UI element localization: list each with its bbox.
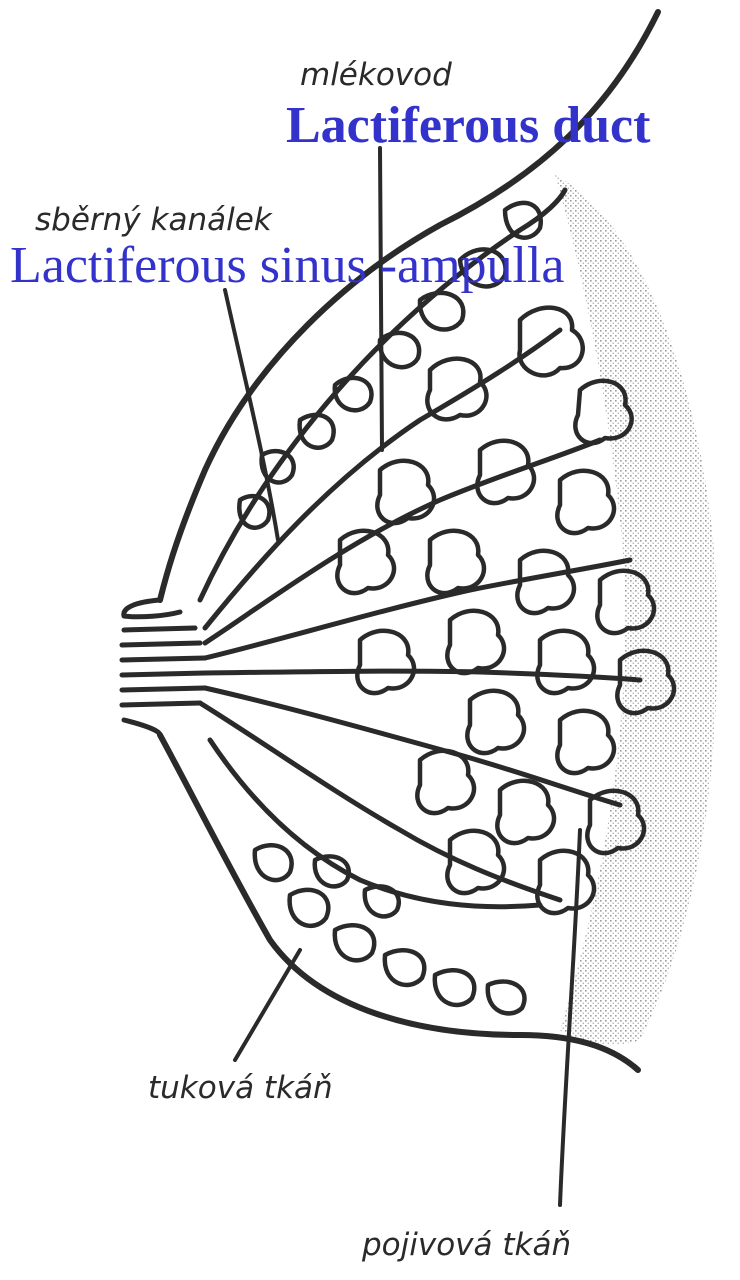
leader-lines [225, 148, 580, 1205]
connective-tissue-shading [555, 175, 717, 1045]
leader-mlekovod [380, 148, 382, 450]
leader-tukova [235, 950, 300, 1060]
nipple [122, 600, 205, 735]
label-mlekovod: mlékovod [300, 60, 452, 91]
label-tukova-tkan: tuková tkáň [148, 1073, 333, 1104]
label-pojivova-tkan: pojivová tkáň [362, 1230, 571, 1261]
label-lactiferous-duct: Lactiferous duct [286, 100, 650, 152]
breast-outline [160, 12, 658, 1070]
lactiferous-ducts [200, 330, 640, 900]
label-sberny-kanalek: sběrný kanálek [35, 205, 272, 236]
label-lactiferous-sinus: Lactiferous sinus -ampulla [10, 240, 565, 292]
